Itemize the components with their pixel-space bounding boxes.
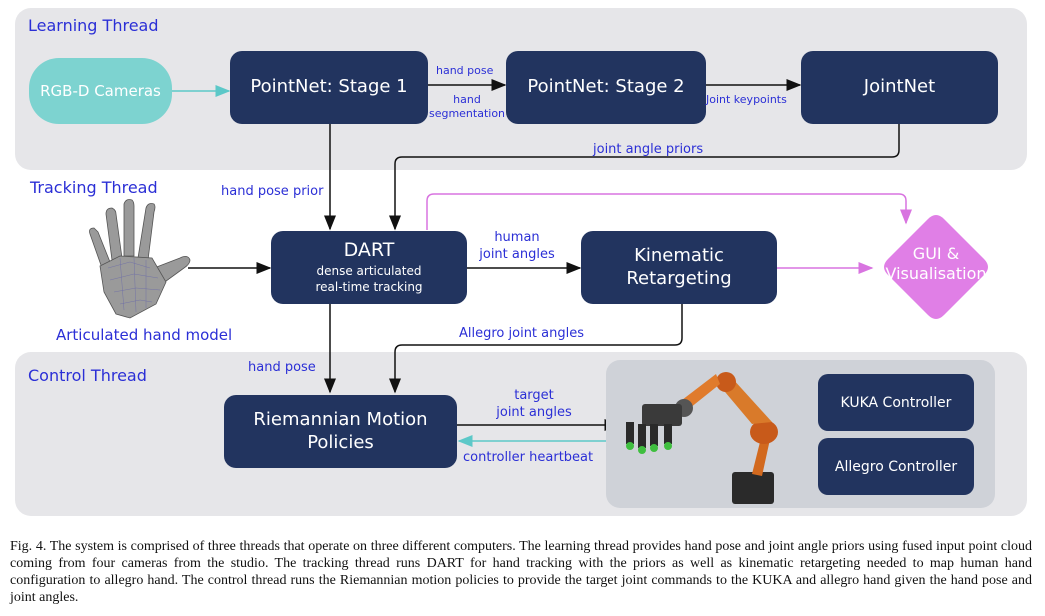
dart-title: DART: [343, 239, 395, 262]
human-joint-line1: human: [494, 230, 540, 245]
figure-caption: Fig. 4. The system is comprised of three…: [10, 539, 1032, 605]
gui-visualisation-node: [884, 215, 988, 319]
edge-label-human-joint-angles: human joint angles: [472, 230, 562, 264]
human-joint-line2: joint angles: [479, 246, 555, 262]
pointnet-stage2-node: PointNet: Stage 2: [506, 51, 706, 124]
tracking-thread-title: Tracking Thread: [30, 178, 158, 197]
control-thread-title: Control Thread: [28, 366, 147, 385]
kuka-controller-node: KUKA Controller: [818, 374, 974, 431]
hand-model-label: Articulated hand model: [56, 326, 233, 344]
edge-label-hand-pose: hand pose: [248, 360, 316, 375]
edge-label-controller-heartbeat: controller heartbeat: [463, 450, 594, 465]
gui-label-line2: Visualisation: [885, 264, 987, 283]
edge-label-hand-segmentation: hand segmentation: [428, 93, 506, 122]
articulated-hand-model-image: [89, 199, 191, 319]
dart-node: DART dense articulated real-time trackin…: [271, 231, 467, 304]
kinematic-retargeting-node: Kinematic Retargeting: [581, 231, 777, 304]
target-line2: joint angles: [496, 404, 572, 420]
edge-label-allegro-joint-angles: Allegro joint angles: [459, 326, 584, 341]
dart-sub-line1: dense articulated: [316, 264, 422, 279]
riemannian-motion-policies-node: Riemannian Motion Policies: [224, 395, 457, 468]
edge-label-hand-pose-small: hand pose: [436, 64, 494, 77]
dart-sub-line2: real-time tracking: [315, 280, 423, 295]
edge-dart-gui: [426, 193, 912, 230]
kinematic-line2: Retargeting: [626, 267, 732, 289]
edge-label-hand-pose-prior: hand pose prior: [221, 184, 324, 199]
gui-label-line1: GUI &: [912, 244, 960, 263]
target-line1: target: [514, 388, 554, 403]
jointnet-node: JointNet: [801, 51, 998, 124]
rmp-line1: Riemannian Motion: [253, 409, 428, 430]
edge-kinematic-rmp: [389, 304, 683, 394]
edge-label-target-joint-angles: target joint angles: [488, 388, 580, 422]
gui-visualisation-label: GUI & Visualisation: [880, 244, 992, 284]
learning-thread-title: Learning Thread: [28, 16, 159, 35]
allegro-controller-node: Allegro Controller: [818, 438, 974, 495]
rgbd-cameras-node: RGB-D Cameras: [29, 58, 172, 124]
hand-seg-line1: hand: [453, 93, 481, 106]
hand-seg-line2: segmentation: [428, 107, 506, 121]
rmp-line2: Policies: [307, 431, 374, 453]
diagram-edges: [172, 79, 912, 447]
pointnet-stage1-node: PointNet: Stage 1: [230, 51, 428, 124]
edge-label-joint-keypoints: Joint keypoints: [706, 93, 787, 106]
robot-arm-image: [626, 372, 778, 504]
edge-label-joint-angle-priors: joint angle priors: [593, 142, 704, 157]
kinematic-line1: Kinematic: [634, 245, 724, 266]
jointnet-label: JointNet: [863, 76, 936, 98]
edge-jointnet-dart: [389, 124, 900, 231]
pointnet-stage1-label: PointNet: Stage 1: [250, 76, 408, 98]
pointnet-stage2-label: PointNet: Stage 2: [527, 76, 685, 98]
